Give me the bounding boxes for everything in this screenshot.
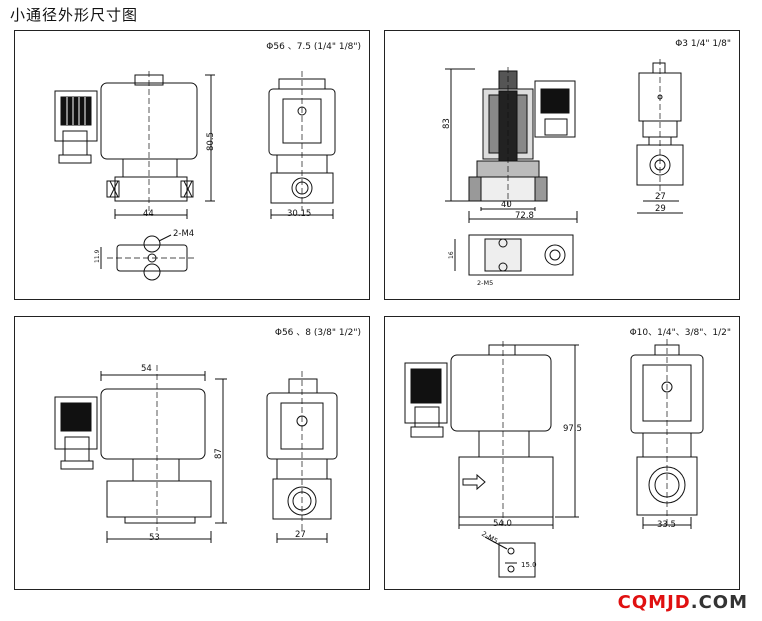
dim-top-width: 54 xyxy=(141,364,152,374)
dim-inner: 40 xyxy=(501,200,512,210)
drawing-panel-2: 83 40 72.8 27 29 16 2-M5 xyxy=(442,59,684,287)
drawing-panel-3: 54 87 53 27 xyxy=(54,364,338,543)
dim-width-side: 27 xyxy=(295,530,306,540)
mount-label: 2-M4 xyxy=(173,229,194,239)
watermark: CQMJD.COM xyxy=(618,592,748,613)
panel-spec: Φ56 、8 (3/8" 1/2") xyxy=(274,328,361,338)
mount-dim: 15.0 xyxy=(521,561,537,569)
drawing-panel-4: 97.5 54.0 33.5 2-M5 15.0 xyxy=(404,339,704,578)
dim-length: 72.8 xyxy=(515,211,534,221)
mount-label: 2-M5 xyxy=(480,530,499,546)
dim-width-side: 30.15 xyxy=(287,209,311,219)
panel-small-bore-2: Φ3 1/4" 1/8" 83 40 72.8 2 xyxy=(384,30,740,300)
dim-height: 97.5 xyxy=(563,424,582,434)
dim-width-side: 33.5 xyxy=(657,520,676,530)
dim-height: 83 xyxy=(442,118,452,129)
panel-spec: Φ56 、7.5 (1/4" 1/8") xyxy=(266,42,361,52)
dim-height: 80.5 xyxy=(206,132,216,151)
dim-side-b: 29 xyxy=(655,204,666,214)
watermark-tld: .COM xyxy=(690,592,748,613)
dim-width-front: 53 xyxy=(149,533,160,543)
panel-spec: Φ10、1/4"、3/8"、1/2" xyxy=(629,328,731,338)
panel-spec: Φ3 1/4" 1/8" xyxy=(675,39,731,49)
mount-dim: 16 xyxy=(448,251,455,259)
mount-dim: 11.9 xyxy=(94,249,101,263)
page-title: 小通径外形尺寸图 xyxy=(10,6,139,24)
dim-height: 87 xyxy=(214,448,224,459)
dim-width-front: 44 xyxy=(143,209,154,219)
watermark-brand: CQMJD xyxy=(617,592,691,613)
panel-small-bore-3: Φ56 、8 (3/8" 1/2") 54 87 53 27 xyxy=(14,316,370,590)
dim-side-a: 27 xyxy=(655,192,666,202)
mount-label: 2-M5 xyxy=(477,279,493,287)
panel-small-bore-1: Φ56 、7.5 (1/4" 1/8") 44 80.5 xyxy=(14,30,370,300)
drawing-panel-1: 44 80.5 30.15 11.9 2-M4 xyxy=(54,71,336,281)
panel-small-bore-4: Φ10、1/4"、3/8"、1/2" 97.5 54.0 33.5 xyxy=(384,316,740,590)
dim-width-front: 54.0 xyxy=(493,519,512,529)
